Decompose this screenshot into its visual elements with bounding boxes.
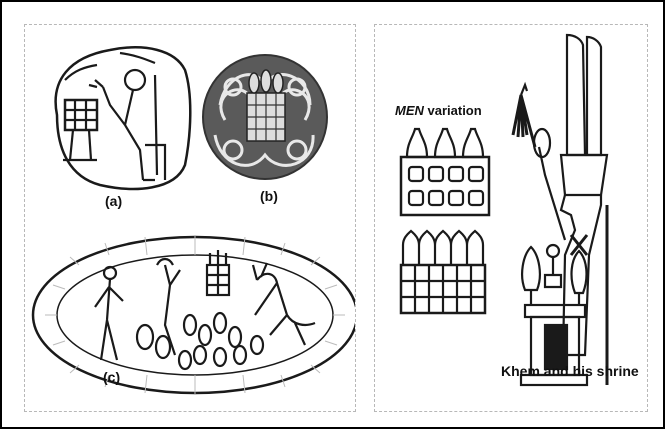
label-b: (b) xyxy=(260,188,278,204)
label-a: (a) xyxy=(105,193,122,209)
seal-a xyxy=(56,47,191,189)
right-panel: MEN variation xyxy=(374,24,648,412)
men-and-khem-illustrations xyxy=(375,25,647,411)
men-symbol-1 xyxy=(401,129,489,215)
label-c: (c) xyxy=(103,369,120,385)
khem-caption: Khem and his shrine xyxy=(501,363,639,379)
men-symbol-2 xyxy=(401,231,485,313)
left-panel: (a) (b) (c) xyxy=(24,24,356,412)
seal-illustrations xyxy=(25,25,355,411)
seal-b xyxy=(203,55,327,179)
khem-figure xyxy=(513,35,607,385)
seal-c xyxy=(33,235,355,395)
